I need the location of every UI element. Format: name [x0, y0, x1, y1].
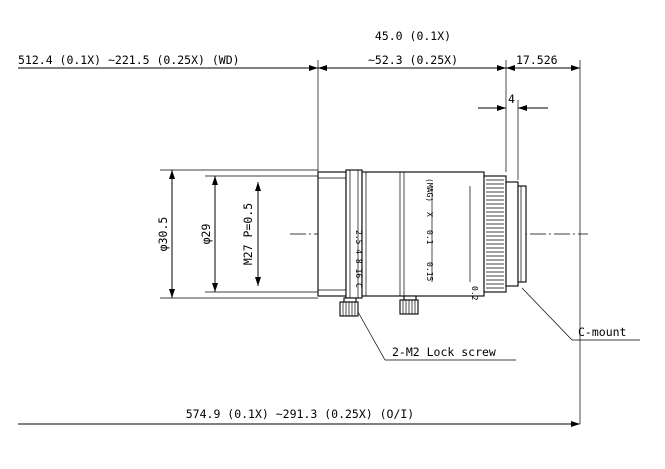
- object-image-dimension: 574.9 (0.1X) ~291.3 (0.25X) (O/I): [186, 407, 414, 421]
- lock-screw-focus: [399, 295, 419, 315]
- thread-dimension-line: [255, 182, 261, 286]
- outer-diameter-dimension: φ30.5: [156, 217, 170, 252]
- mount-depth-dimension: 4: [508, 92, 515, 106]
- iris-scale-marking: 2.5 4 8 16 C: [354, 230, 363, 288]
- lock-screw-iris: [339, 297, 359, 317]
- knurl-pattern: [486, 179, 504, 289]
- c-mount-leader: [521, 287, 640, 341]
- lens-body: [317, 169, 527, 299]
- mag-0-15-marking: 0.15: [425, 262, 434, 281]
- front-barrel: [317, 171, 347, 297]
- c-mount-label: C-mount: [578, 325, 626, 339]
- lens-length-dimension-bottom: ~52.3 (0.25X): [368, 53, 458, 67]
- inner-diameter-dimension: φ29: [199, 224, 213, 245]
- extension-lines: [317, 60, 581, 424]
- mag-0-2-marking: 0.2: [470, 286, 479, 301]
- lock-screw-leader: [357, 311, 516, 361]
- mag-x-marking: X: [425, 212, 434, 217]
- flange-back-dimension: 17.526: [516, 53, 558, 67]
- mount-depth-dimension-line: [478, 105, 548, 111]
- lock-screw-label: 2-M2 Lock screw: [392, 345, 496, 359]
- flange-dimension-line: [506, 65, 580, 71]
- main-barrel: [361, 171, 485, 297]
- length-dimension-line: [318, 65, 506, 71]
- filter-thread-dimension: M27 P=0.5: [241, 203, 255, 265]
- mag-label-marking: (MAG): [425, 178, 434, 202]
- wd-dimension-line: [18, 65, 318, 71]
- knurled-ring: [483, 175, 507, 293]
- mount-flange: [505, 181, 519, 287]
- diameter-29-dimension-line: [205, 175, 318, 293]
- working-distance-dimension: 512.4 (0.1X) ~221.5 (0.25X) (WD): [18, 53, 240, 67]
- mag-0-1-marking: 0.1: [425, 230, 434, 245]
- mount-thread: [517, 185, 527, 283]
- total-dimension-line: [18, 421, 580, 427]
- diameter-30-5-dimension-line: [160, 169, 318, 299]
- lens-length-dimension-top: 45.0 (0.1X): [375, 29, 451, 43]
